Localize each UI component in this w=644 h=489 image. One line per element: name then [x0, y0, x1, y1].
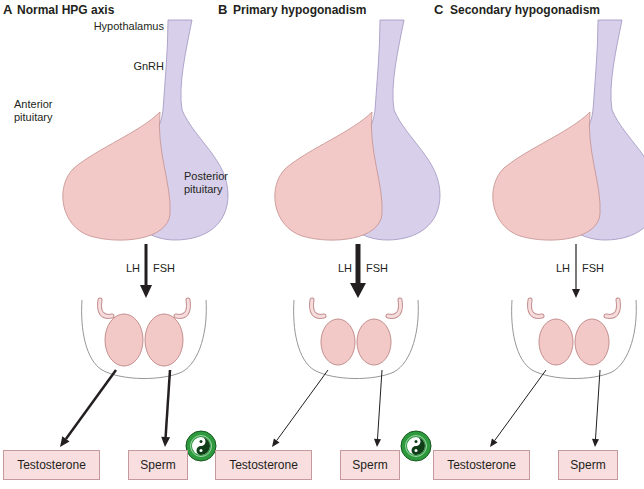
output-box: Sperm	[340, 450, 400, 480]
box-text: Testosterone	[229, 458, 298, 472]
output-box: Testosterone	[3, 450, 100, 480]
box-text: Testosterone	[17, 458, 86, 472]
structure-label: Anterior pituitary	[14, 98, 70, 124]
panel-title: Normal HPG axis	[17, 4, 114, 17]
box-text: Sperm	[352, 458, 387, 472]
output-arrow	[277, 370, 328, 441]
box-text: Testosterone	[447, 458, 516, 472]
testis	[145, 314, 183, 366]
arrow-head	[572, 289, 580, 298]
panel-letter: B	[218, 3, 227, 16]
panel-b-art	[272, 20, 440, 447]
output-box: Testosterone	[215, 450, 312, 480]
output-arrow	[166, 370, 170, 437]
testis	[539, 319, 573, 365]
panel-c-art	[490, 20, 644, 447]
panel-a-art	[60, 20, 228, 447]
watermark-logo	[401, 431, 431, 461]
arrow-head	[490, 438, 498, 447]
panel-letter: A	[3, 3, 12, 16]
hormone-label: LH	[540, 262, 570, 275]
hormone-label: FSH	[582, 262, 604, 275]
hormone-label: GnRH	[130, 60, 164, 73]
hormone-label: FSH	[366, 262, 388, 275]
scrotum-drawing	[512, 300, 637, 379]
testis	[575, 319, 609, 365]
arrow-head	[272, 438, 280, 447]
box-text: Sperm	[140, 458, 175, 472]
hormone-label: LH	[110, 262, 140, 275]
output-arrow	[596, 370, 601, 439]
lh-fsh-arrow	[145, 244, 148, 286]
pituitary-drawing	[275, 20, 440, 240]
hormone-label: LH	[322, 262, 352, 275]
watermark-logo	[186, 431, 216, 461]
arrow-head	[60, 436, 70, 447]
output-box: Testosterone	[433, 450, 530, 480]
output-box: Sperm	[558, 450, 618, 480]
structure-label: Posterior pituitary	[184, 170, 242, 196]
arrow-head	[161, 437, 170, 447]
panel-title: Primary hypogonadism	[233, 4, 366, 17]
output-arrow	[495, 370, 546, 441]
arrow-head	[374, 439, 381, 447]
panel-letter: C	[434, 3, 443, 16]
lh-fsh-arrow	[575, 244, 576, 290]
pituitary-drawing	[63, 20, 228, 240]
output-arrow	[378, 370, 383, 439]
testis	[321, 319, 355, 365]
testis	[105, 314, 143, 366]
arrow-head	[140, 285, 152, 298]
arrow-head	[592, 439, 599, 447]
arrow-head	[350, 283, 366, 298]
scrotum-drawing	[82, 300, 207, 379]
scrotum-drawing	[294, 300, 419, 379]
structure-label: Hypothalamus	[92, 20, 164, 33]
panel-title: Secondary hypogonadism	[450, 4, 600, 17]
testis	[357, 319, 391, 365]
output-box: Sperm	[128, 450, 188, 480]
output-arrow	[66, 370, 116, 439]
hormone-label: FSH	[153, 262, 175, 275]
pituitary-drawing	[493, 20, 644, 240]
box-text: Sperm	[570, 458, 605, 472]
lh-fsh-arrow	[356, 244, 361, 285]
